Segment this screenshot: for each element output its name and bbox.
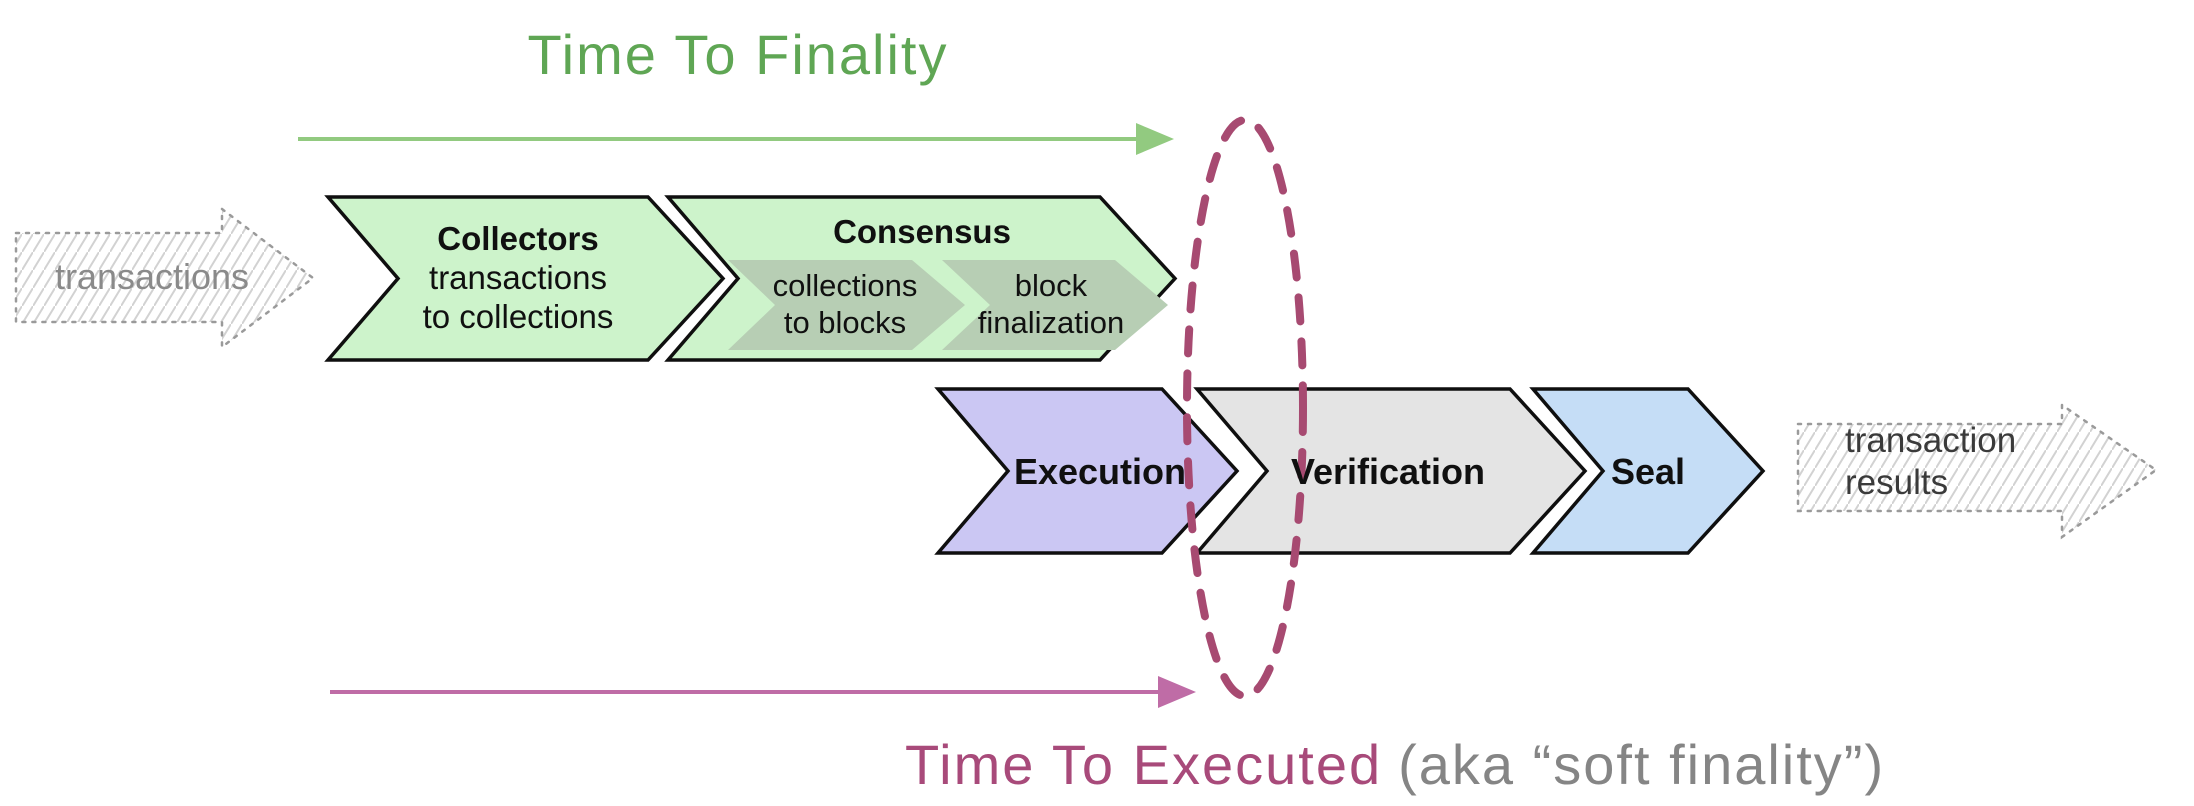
collectors-title: Collectors: [437, 220, 599, 257]
collectors-chevron: [324, 195, 726, 362]
block-finalization-label: block finalization: [978, 267, 1124, 341]
collectors-line1: transactions: [429, 259, 607, 296]
seal-chevron: [1529, 387, 1766, 555]
block-finalization-line1: block: [1014, 268, 1088, 303]
verification-label: Verification: [1290, 451, 1486, 492]
execution-label: Execution: [1013, 451, 1187, 492]
collectors-line2: to collections: [422, 298, 614, 335]
output-results-label: transaction results: [1845, 420, 2016, 504]
collectors-label: Collectors transactions to collections: [423, 219, 614, 336]
collections-to-blocks-label: collections to blocks: [773, 267, 918, 341]
consensus-title: Consensus: [833, 213, 1011, 250]
input-transactions-label: transactions: [54, 256, 250, 297]
time-to-executed-label: Time To Executed: [905, 733, 1383, 796]
collections-to-blocks-line1: collections: [772, 268, 918, 303]
collections-to-blocks-subchevron: [728, 260, 965, 350]
input-transactions-arrow-icon: [14, 206, 316, 350]
execution-chevron: [934, 387, 1240, 555]
collections-to-blocks-line2: to blocks: [783, 305, 907, 340]
block-finalization-subchevron: [942, 260, 1168, 350]
soft-finality-ellipse: [1183, 116, 1307, 700]
seal-label: Seal: [1610, 451, 1686, 492]
executed-arrowhead-icon: [1158, 676, 1196, 708]
verification-chevron: [1193, 387, 1588, 555]
finality-arrowhead-icon: [1136, 123, 1174, 155]
output-results-line2: results: [1845, 463, 1949, 502]
soft-finality-suffix-label: (aka “soft finality”): [1398, 733, 1886, 796]
output-results-arrow-icon: [1796, 402, 2159, 540]
output-results-line1: transaction: [1845, 421, 2017, 460]
block-finalization-line2: finalization: [977, 305, 1125, 340]
time-to-executed-title: Time To Executed (aka “soft finality”): [905, 732, 1885, 797]
time-to-finality-title: Time To Finality: [527, 23, 949, 86]
